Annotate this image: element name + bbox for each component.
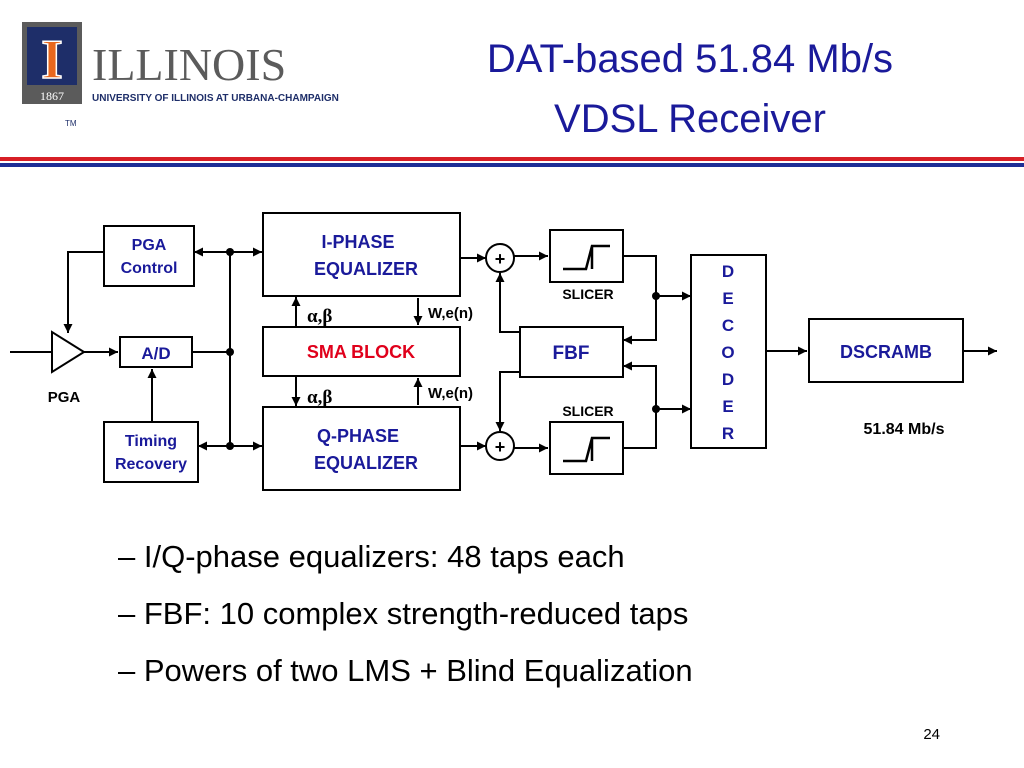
decoder-letter: R	[722, 424, 734, 443]
receiver-block-diagram: PGA PGA Control A/D Timing Recovery I-PH…	[10, 212, 997, 491]
pga-amplifier	[51, 330, 86, 374]
logo-trademark: TM	[65, 119, 77, 128]
pga-control-label-1: PGA	[132, 237, 167, 254]
junction-dot	[652, 292, 660, 300]
timing-recovery-label-2: Recovery	[115, 456, 187, 473]
slicer-top-label: SLICER	[562, 286, 613, 302]
fbf-box	[519, 326, 624, 378]
logo-seal-year: 1867	[40, 89, 64, 103]
q-phase-equalizer-label-1: Q-PHASE	[317, 426, 399, 446]
slicer-top-step-icon	[563, 244, 610, 271]
decoder-letter: D	[722, 262, 734, 281]
bullet-list: – I/Q-phase equalizers: 48 taps each – F…	[118, 528, 978, 699]
fbf-block: FBF	[519, 326, 624, 378]
we-label-bottom: W,e(n)	[428, 385, 473, 402]
university-logo: I 1867 ILLINOIS UNIVERSITY OF ILLINOIS A…	[22, 22, 339, 128]
timing-recovery-block: Timing Recovery	[103, 421, 199, 483]
i-phase-equalizer-label-2: EQUALIZER	[314, 259, 418, 279]
slicer-bottom-label: SLICER	[562, 403, 613, 419]
slicer-bottom: SLICER	[549, 403, 624, 475]
ad-box	[119, 336, 193, 368]
i-phase-equalizer-label-1: I-PHASE	[321, 232, 394, 252]
sma-block-box	[262, 326, 461, 377]
adder-top-circle	[485, 243, 515, 273]
alpha-beta-label-top: α,β	[307, 306, 332, 327]
q-phase-equalizer-label-2: EQUALIZER	[314, 453, 418, 473]
junction-dot	[226, 442, 234, 450]
logo-wordmark: ILLINOIS	[92, 39, 286, 90]
output-rate-label: 51.84 Mb/s	[864, 421, 945, 438]
decoder-block: D E C O D E R	[690, 254, 767, 449]
timing-recovery-box	[103, 421, 199, 483]
i-phase-equalizer-block: I-PHASE EQUALIZER	[262, 212, 461, 297]
slicer-top-box	[549, 229, 624, 283]
wire-fbf-to-adder-top	[495, 273, 519, 333]
sma-block-label: SMA BLOCK	[307, 342, 415, 362]
junction-dot	[226, 348, 234, 356]
timing-recovery-label-1: Timing	[125, 433, 177, 450]
sma-block: SMA BLOCK	[262, 326, 461, 377]
slicer-bottom-box	[549, 421, 624, 475]
dscramb-label: DSCRAMB	[840, 342, 932, 362]
bullet-item: – FBF: 10 complex strength-reduced taps	[118, 596, 689, 631]
adder-bottom: +	[485, 431, 515, 461]
pga-control-label-2: Control	[121, 260, 178, 277]
junction-dot	[652, 405, 660, 413]
wire-slicer-bottom-out	[623, 404, 691, 449]
junction-dots	[226, 248, 660, 450]
pga-control-block: PGA Control	[103, 225, 195, 287]
header-rule-red	[0, 157, 1024, 161]
ad-label: A/D	[141, 344, 170, 363]
fbf-label: FBF	[553, 343, 590, 364]
wire-fbf-to-adder-bottom	[495, 371, 519, 431]
header-rule-blue	[0, 163, 1024, 167]
page-number: 24	[923, 726, 940, 743]
decoder-letter: C	[722, 316, 734, 335]
adder-top-symbol: +	[495, 249, 506, 269]
header-rule-gap	[0, 161, 1024, 163]
slide-title-line-2: VDSL Receiver	[554, 97, 826, 141]
slicer-bottom-step-icon	[563, 436, 610, 463]
dscramb-block: DSCRAMB	[808, 318, 964, 383]
decoder-box	[690, 254, 767, 449]
wire-decision-bottom-to-fbf	[623, 361, 657, 409]
pga-label: PGA	[48, 389, 81, 406]
adder-bottom-symbol: +	[495, 437, 506, 457]
i-phase-equalizer-box	[262, 212, 461, 297]
alpha-beta-label-bottom: α,β	[307, 387, 332, 408]
decoder-letter: O	[721, 343, 734, 362]
decoder-letter: E	[722, 289, 733, 308]
decoder-letter: E	[722, 397, 733, 416]
pga-control-box	[103, 225, 195, 287]
adder-top: +	[485, 243, 515, 273]
dscramb-box	[808, 318, 964, 383]
slicer-top: SLICER	[549, 229, 624, 302]
we-label-top: W,e(n)	[428, 305, 473, 322]
junction-dot	[226, 248, 234, 256]
logo-seal-inner	[27, 27, 77, 85]
bullet-item: – I/Q-phase equalizers: 48 taps each	[118, 539, 625, 574]
wire-pga-control-to-pga	[63, 251, 104, 333]
bullet-item: – Powers of two LMS + Blind Equalization	[118, 653, 693, 688]
adder-bottom-circle	[485, 431, 515, 461]
decoder-letter: D	[722, 370, 734, 389]
wire-slicer-top-out	[623, 255, 691, 301]
ad-block: A/D	[119, 336, 193, 368]
logo-subtitle: UNIVERSITY OF ILLINOIS AT URBANA-CHAMPAI…	[92, 93, 339, 104]
logo-seal-letter: I	[41, 29, 63, 91]
q-phase-equalizer-box	[262, 406, 461, 491]
slide-title-line-1: DAT-based 51.84 Mb/s	[486, 37, 894, 81]
q-phase-equalizer-block: Q-PHASE EQUALIZER	[262, 406, 461, 491]
wire-decision-top-to-fbf	[623, 296, 657, 345]
